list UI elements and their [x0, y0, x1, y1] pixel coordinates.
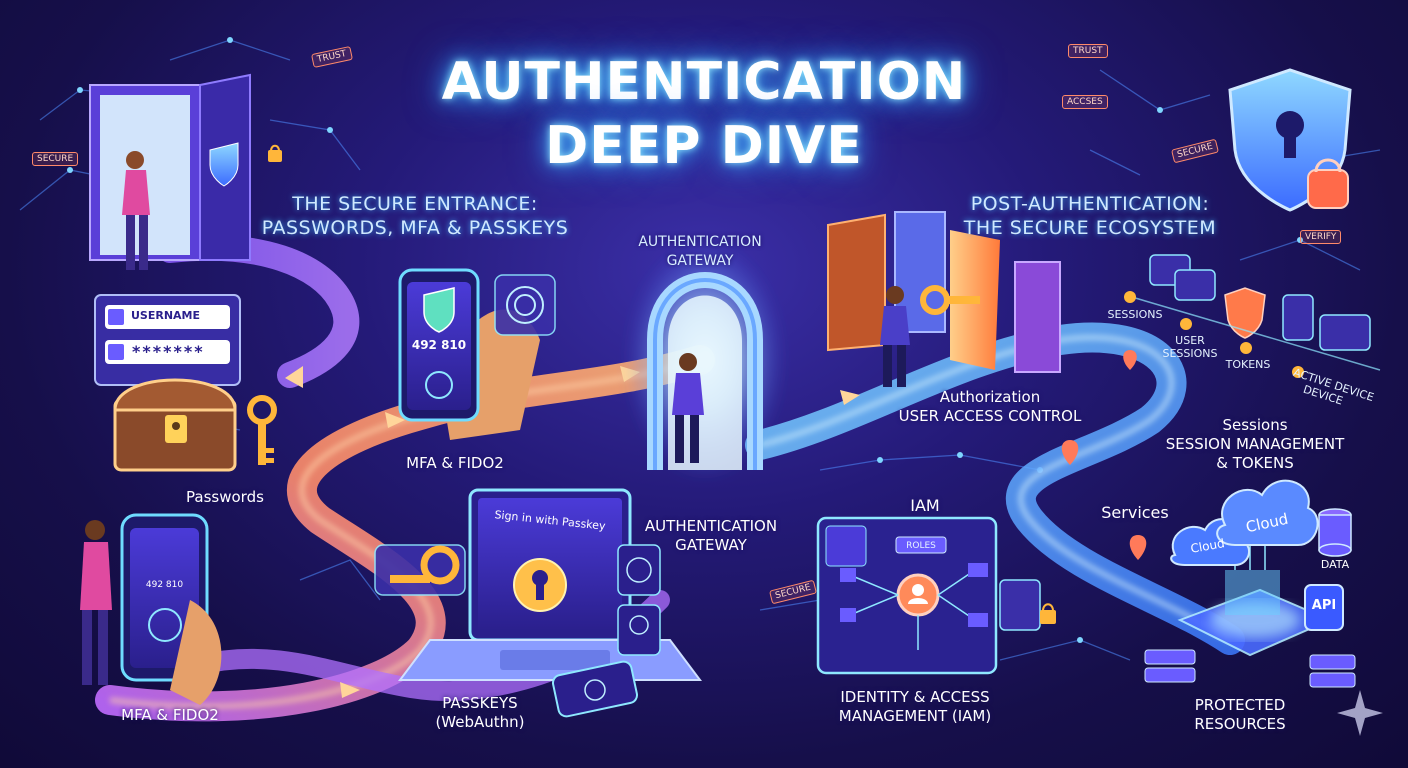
golden-key [247, 395, 277, 465]
flow-tokens-label: TOKENS [1225, 358, 1271, 371]
sparkle-icon [1337, 690, 1383, 736]
iam-dashboard [816, 516, 1041, 675]
flow-user-line-2: SESSIONS [1162, 347, 1218, 360]
left-section-header: THE SECURE ENTRANCE: PASSWORDS, MFA & PA… [250, 192, 580, 240]
gateway-top-line-1: AUTHENTICATION [638, 234, 762, 250]
treasure-chest [113, 378, 237, 472]
passkeys-label: PASSKEYS (WebAuthn) [420, 694, 540, 732]
right-section-line-1: POST-AUTHENTICATION: [970, 193, 1210, 215]
authorization-doors [827, 211, 1061, 387]
sessions-label: Sessions SESSION MANAGEMENT & TOKENS [1155, 416, 1355, 473]
iam-line-1: IDENTITY & ACCESS [840, 688, 990, 706]
sessions-line-3: & TOKENS [1216, 454, 1294, 472]
mfa-phone-top [398, 268, 556, 440]
passkeys-line-1: PASSKEYS [442, 694, 518, 712]
protected-resources-platform [1144, 479, 1356, 688]
iam-short-label: IAM [910, 496, 940, 515]
protected-line-2: RESOURCES [1194, 715, 1286, 733]
entrance-door [89, 73, 251, 270]
top-right-shield [1228, 68, 1352, 212]
flow-user-sessions-label: USER SESSIONS [1160, 334, 1220, 360]
gateway-top-label: AUTHENTICATION GATEWAY [620, 233, 780, 271]
passwords-label: Passwords [186, 488, 264, 506]
session-cards [1124, 254, 1381, 378]
title-line-1: AUTHENTICATION [441, 52, 967, 112]
tag-trust-2: TRUST [1068, 44, 1108, 58]
gateway-bottom-line-2: GATEWAY [675, 536, 747, 554]
iam-roles-label: ROLES [906, 541, 936, 551]
small-lock-icons [268, 144, 1056, 624]
right-blue-path-glow [759, 334, 1232, 643]
right-section-header: POST-AUTHENTICATION: THE SECURE ECOSYSTE… [940, 192, 1240, 240]
passkey-laptop [374, 488, 702, 718]
iam-line-2: MANAGEMENT (IAM) [838, 707, 992, 725]
title-line-2: DEEP DIVE [545, 116, 863, 176]
left-section-line-2: PASSWORDS, MFA & PASSKEYS [261, 217, 569, 239]
gateway-arch [625, 240, 785, 480]
tag-secure: SECURE [32, 152, 79, 166]
iam-full-label: IDENTITY & ACCESS MANAGEMENT (IAM) [810, 688, 1020, 726]
mfa-bottom-label: MFA & FIDO2 [121, 706, 219, 724]
flow-sessions-label: SESSIONS [1107, 308, 1163, 321]
protected-line-1: PROTECTED [1194, 696, 1286, 714]
tag-verify: VERIFY [1300, 230, 1342, 244]
password-field-text: ******* [132, 342, 205, 361]
authorization-line-2: USER ACCESS CONTROL [898, 407, 1082, 425]
mfa-top-label: MFA & FIDO2 [406, 454, 504, 472]
flow-user-line-1: USER [1175, 334, 1205, 347]
map-pins [1061, 350, 1147, 560]
services-label: Services [1101, 503, 1169, 522]
right-section-line-2: THE SECURE ECOSYSTEM [963, 217, 1217, 239]
authorization-line-1: Authorization [939, 388, 1041, 406]
gateway-bottom-label: AUTHENTICATION GATEWAY [626, 517, 796, 555]
mfa-top-code: 492 810 [411, 338, 467, 352]
gateway-bottom-line-1: AUTHENTICATION [644, 517, 778, 535]
tag-access: ACCSES [1062, 95, 1108, 109]
username-field-text: USERNAME [131, 309, 201, 322]
sessions-line-2: SESSION MANAGEMENT [1165, 435, 1345, 453]
protected-resources-label: PROTECTED RESOURCES [1170, 696, 1310, 734]
passkeys-line-2: (WebAuthn) [435, 713, 525, 731]
left-section-line-1: THE SECURE ENTRANCE: [292, 193, 538, 215]
login-form-illustration [94, 294, 241, 386]
gateway-top-line-2: GATEWAY [666, 253, 734, 269]
data-label: DATA [1320, 558, 1350, 571]
page-title: AUTHENTICATION DEEP DIVE [300, 50, 1108, 178]
mfa-phone-bottom [80, 513, 222, 705]
sessions-line-1: Sessions [1222, 416, 1288, 434]
authorization-label: Authorization USER ACCESS CONTROL [880, 388, 1100, 426]
mfa-bottom-code: 492 810 [145, 580, 184, 590]
api-label: API [1311, 598, 1337, 613]
